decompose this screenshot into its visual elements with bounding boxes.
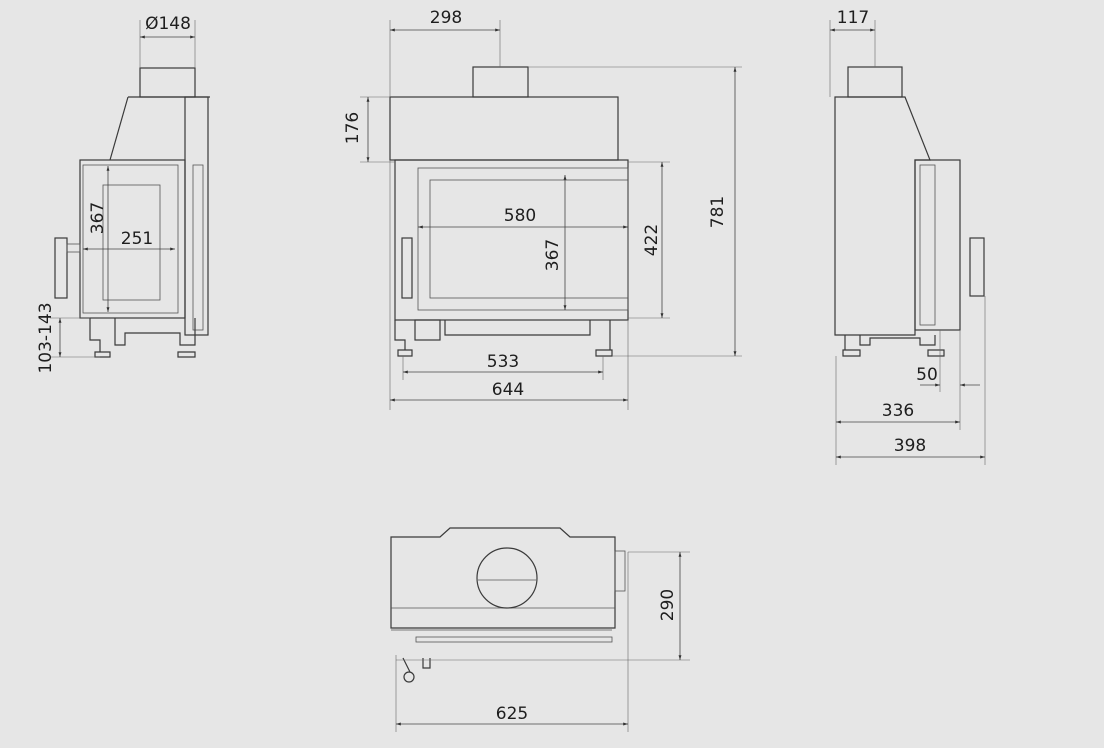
dim-flue-diameter: Ø148 [145, 14, 191, 34]
handle-icon [969, 237, 985, 297]
handle-icon [54, 237, 68, 299]
dim-glass-height: 367 [88, 202, 108, 234]
dim-door-height: 422 [642, 224, 662, 256]
front-view: 298 176 580 367 422 781 533 644 [343, 8, 742, 410]
dim-top-height: 176 [343, 112, 363, 144]
dim-total-depth: 398 [894, 436, 926, 456]
right-side-view: 117 50 336 398 [829, 8, 986, 465]
dim-base-width: 533 [487, 352, 519, 372]
dim-right-flue-width: 117 [837, 8, 869, 28]
dim-side-offset: 50 [916, 365, 938, 385]
dim-leg-height: 103-143 [36, 302, 56, 373]
dim-glass-width: 580 [504, 206, 536, 226]
dim-top-width: 625 [496, 704, 528, 724]
dim-flue-offset: 298 [430, 8, 462, 28]
flue-circle [476, 547, 538, 609]
dim-top-depth: 290 [658, 589, 678, 621]
dim-total-height: 781 [708, 196, 728, 228]
dim-front-glass-height: 367 [543, 239, 563, 271]
left-side-view: Ø148 367 251 103-143 [36, 14, 210, 374]
dim-glass-depth: 251 [121, 229, 153, 249]
top-view: 290 625 [390, 527, 690, 732]
dim-total-width: 644 [492, 380, 524, 400]
dim-body-depth: 336 [882, 401, 914, 421]
